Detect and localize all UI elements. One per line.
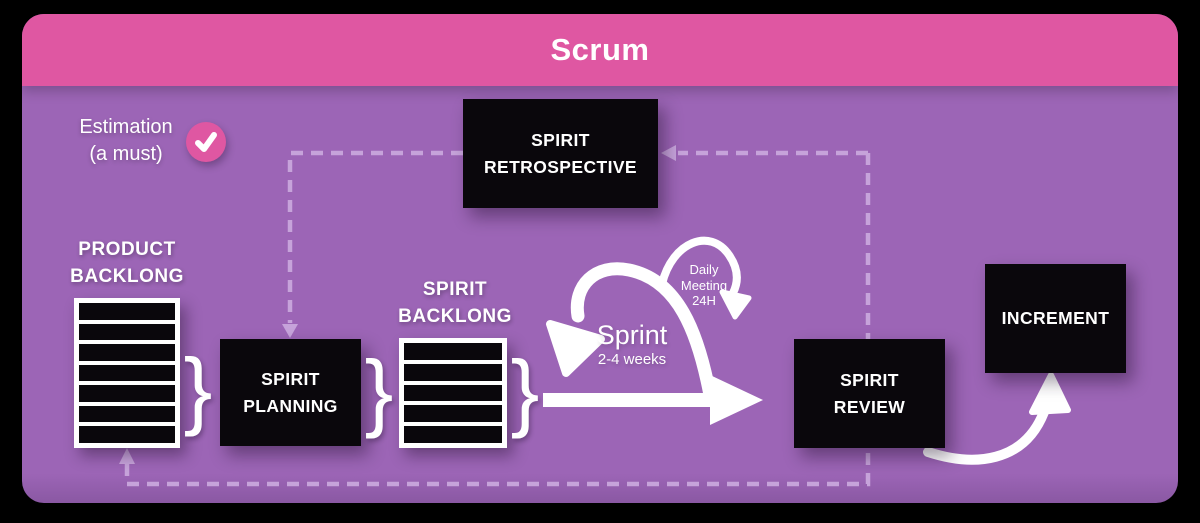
curly-brace-backlog-icon: } (510, 343, 540, 440)
sprint-label-text: Sprint (596, 320, 668, 350)
dashed-connector-retrospective-to-planning (287, 150, 463, 323)
review-line1: SPIRIT (840, 369, 899, 390)
retrospective-line1: SPIRIT (531, 129, 590, 150)
flow-connectors (119, 145, 1071, 487)
scrum-diagram-card: Scrum Estimation (a must) SPIRIT RETROSP… (22, 14, 1178, 503)
product-backlog-line1: PRODUCT (78, 239, 176, 260)
backlog-item-stripe (404, 426, 502, 443)
curly-brace-planning-icon: } (364, 343, 394, 440)
backlog-item-stripe (404, 405, 502, 423)
check-badge (186, 122, 226, 162)
sprint-backlog-line1: SPIRIT (422, 279, 488, 300)
dashed-arrowhead-left-icon (661, 145, 676, 161)
daily-line3: 24H (692, 293, 716, 308)
box-sprint-review: SPIRIT REVIEW (794, 339, 945, 448)
sprint-duration-text: 2-4 weeks (597, 351, 667, 368)
box-sprint-planning: SPIRIT PLANNING (220, 339, 361, 446)
sprint-backlog-stack (399, 338, 507, 448)
product-backlog-stack (74, 298, 180, 448)
daily-line2: Meeting (680, 277, 728, 293)
backlog-item-stripe (79, 364, 175, 382)
box-increment: INCREMENT (985, 264, 1126, 373)
daily-meeting-label: Daily Meeting 24H (644, 262, 764, 309)
review-line2: REVIEW (833, 396, 906, 417)
review-to-increment-arrow (923, 372, 1071, 465)
estimation-note: Estimation (a must) (56, 114, 196, 168)
sprint-backlog-line2: BACKLONG (398, 306, 512, 327)
planning-line1: SPIRIT (261, 368, 320, 389)
retrospective-line2: RETROSPECTIVE (483, 156, 637, 177)
check-icon (195, 132, 217, 152)
title-bar: Scrum (22, 14, 1178, 86)
backlog-item-stripe (79, 323, 175, 341)
dashed-connector-review-to-product-backlog (124, 153, 871, 487)
increment-label: INCREMENT (1001, 308, 1110, 328)
daily-meeting-arrow (658, 236, 752, 320)
curly-brace-product-icon: } (183, 341, 213, 438)
sprint-loop-arrow (546, 262, 717, 402)
dashed-arrowhead-up-icon (119, 448, 135, 464)
estimation-line1: Estimation (79, 116, 173, 138)
planning-line2: PLANNING (243, 395, 338, 416)
daily-line1: Daily (689, 262, 719, 277)
backlog-item-stripe (79, 426, 175, 444)
sprint-loop-label: Sprint 2-4 weeks (552, 320, 712, 369)
backlog-item-stripe (79, 405, 175, 423)
product-backlog-label: PRODUCT BACKLONG (47, 236, 207, 290)
estimation-line2: (a must) (89, 143, 163, 165)
backlog-item-stripe (404, 363, 502, 381)
backlog-item-stripe (404, 343, 502, 360)
page-title: Scrum (550, 32, 650, 67)
backlog-item-stripe (79, 303, 175, 320)
dashed-arrowhead-down-icon (282, 324, 298, 338)
sprint-backlog-label: SPIRIT BACKLONG (375, 276, 535, 330)
sprint-flow-arrow (543, 375, 763, 425)
backlog-item-stripe (79, 344, 175, 361)
box-sprint-retrospective: SPIRIT RETROSPECTIVE (463, 99, 658, 208)
backlog-item-stripe (404, 384, 502, 402)
product-backlog-line2: BACKLONG (70, 266, 184, 287)
backlog-item-stripe (79, 385, 175, 402)
